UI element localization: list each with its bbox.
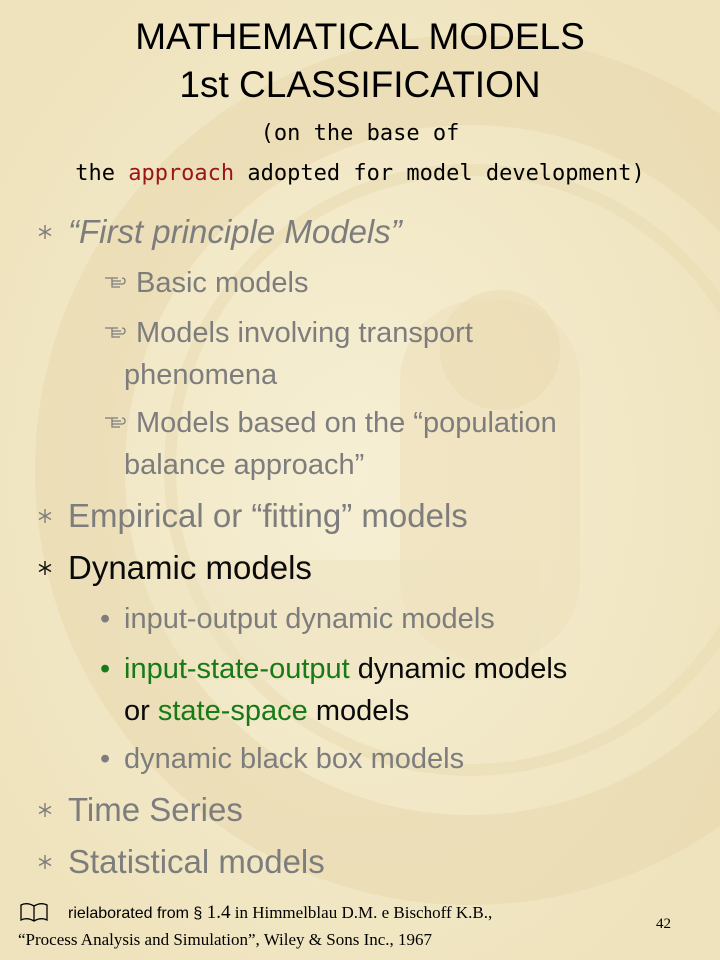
list-item-first-principle: “First principle Models”: [38, 212, 402, 252]
list-item-statistical: Statistical models: [38, 842, 325, 882]
iso-second-line: or state-space models: [124, 690, 409, 732]
reference-note: rielaborated from § 1.4 in Himmelblau D.…: [18, 900, 492, 953]
transport-models-label-1: Models involving transport: [136, 317, 473, 349]
state-space-label: state-space: [157, 695, 308, 727]
statistical-label: Statistical models: [68, 843, 325, 880]
reference-prefix: rielaborated from §: [68, 905, 207, 922]
list-item-population-models: Models based on the “population: [104, 402, 557, 444]
list-item-dynamic: Dynamic models: [38, 548, 312, 588]
models-word: models: [307, 695, 410, 727]
pointing-hand-icon: [105, 417, 126, 428]
pointing-hand-icon: [105, 327, 126, 338]
list-item-empirical: Empirical or “fitting” models: [38, 496, 468, 536]
basic-models-label: Basic models: [136, 267, 309, 299]
iso-label-rest: dynamic models: [349, 653, 568, 685]
iso-or-word: or: [124, 695, 158, 727]
empirical-label: Empirical or “fitting” models: [68, 497, 468, 534]
first-principle-label: “First principle Models”: [68, 213, 402, 250]
subtitle-accent-approach: approach: [128, 161, 235, 186]
snowflake-icon: [38, 509, 52, 523]
bullet-dot: •: [100, 653, 111, 685]
dynamic-label: Dynamic models: [68, 549, 312, 586]
subtitle-line-2-post: adopted for model development): [234, 161, 645, 186]
population-models-label-2: balance approach”: [124, 449, 365, 481]
list-item-basic-models: Basic models: [104, 262, 308, 304]
reference-authors: in Himmelblau D.M. e Bischoff K.B.,: [230, 903, 493, 922]
bullet-dot: •: [100, 743, 111, 775]
list-item-io-dynamic: • input-output dynamic models: [100, 598, 495, 640]
reference-line-2: “Process Analysis and Simulation”, Wiley…: [18, 930, 433, 949]
time-series-label: Time Series: [68, 791, 243, 828]
pointing-hand-icon: [105, 277, 126, 288]
slide-title-line-2: 1st CLASSIFICATION: [179, 64, 541, 105]
reference-line-1: rielaborated from § 1.4 in Himmelblau D.…: [18, 900, 492, 927]
subtitle-line-1: (on the base of: [260, 121, 460, 146]
snowflake-icon: [38, 803, 52, 817]
page-number: 42: [656, 916, 671, 932]
population-models-label-1: Models based on the “population: [136, 407, 557, 439]
reference-section: 1.4: [206, 902, 231, 923]
transport-models-label-2: phenomena: [124, 359, 278, 391]
list-item-black-box: • dynamic black box models: [100, 738, 465, 780]
list-item-iso-dynamic: • input-state-output dynamic models: [100, 648, 568, 690]
snowflake-icon: [38, 855, 52, 869]
list-item-time-series: Time Series: [38, 790, 243, 830]
subtitle-line-2: the approach adopted for model developme…: [0, 160, 720, 188]
subtitle-line-2-pre: the: [75, 161, 129, 186]
list-item-transport-models: Models involving transport: [104, 312, 473, 354]
slide-title-line-1: MATHEMATICAL MODELS: [135, 16, 585, 57]
snowflake-icon: [38, 561, 52, 575]
iso-label-green: input-state-output: [124, 653, 350, 685]
bullet-dot: •: [100, 603, 111, 635]
black-box-label: dynamic black box models: [124, 743, 465, 775]
snowflake-icon: [38, 225, 52, 239]
io-dynamic-label: input-output dynamic models: [124, 603, 495, 635]
